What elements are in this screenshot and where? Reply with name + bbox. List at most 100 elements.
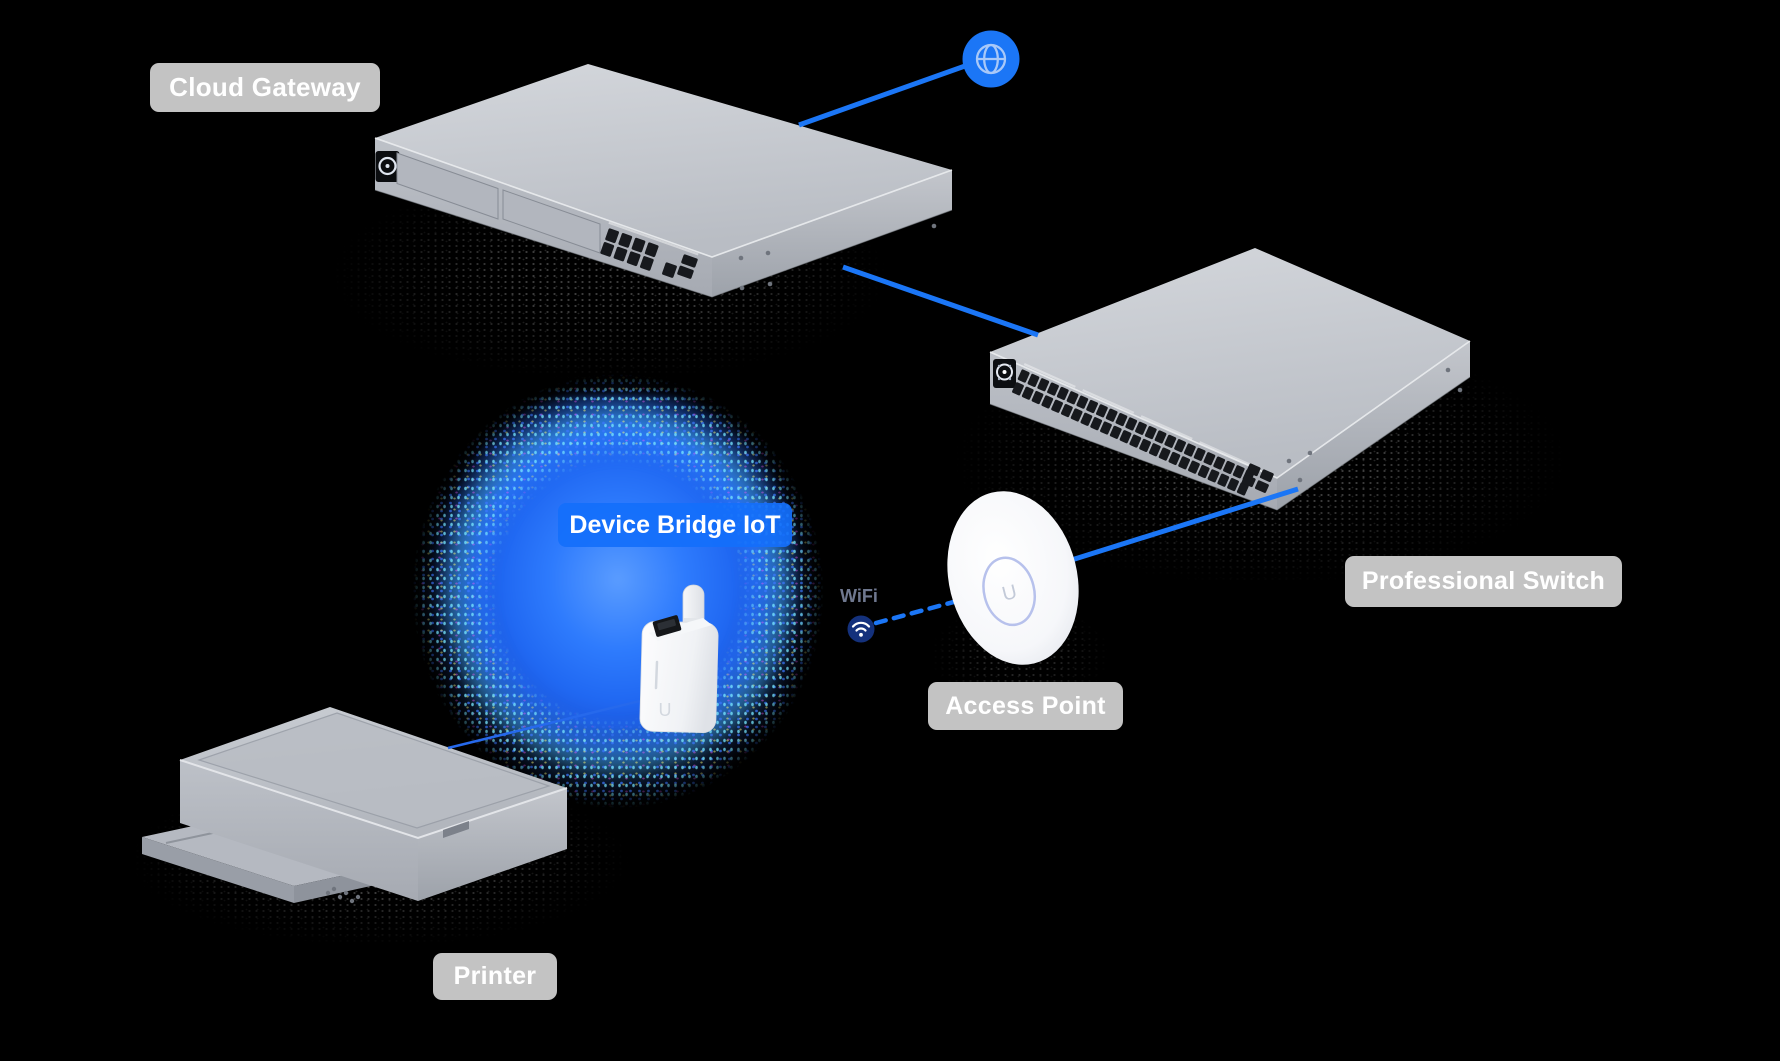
switch-edge-highlight (989, 340, 1471, 479)
professional-switch-label: Professional Switch (1345, 556, 1622, 607)
printer-tray-front-left (142, 837, 294, 903)
printer-lid-lip (179, 759, 568, 840)
ethernet-port (639, 256, 654, 271)
ethernet-port (1129, 434, 1142, 448)
switch-display-ring (996, 363, 1013, 381)
globe-icon (962, 30, 1020, 88)
ethernet-port (1207, 469, 1220, 483)
gateway-top-face (375, 64, 952, 257)
ethernet-port (1086, 399, 1098, 414)
ethernet-port (1017, 369, 1030, 383)
port-strip-highlight (1140, 415, 1193, 440)
ethernet-port (1188, 460, 1200, 474)
ethernet-port (613, 246, 628, 262)
ethernet-port (1203, 452, 1216, 466)
gateway-drive-bay (396, 152, 499, 220)
ethernet-port (677, 265, 694, 279)
ethernet-port (1232, 465, 1245, 479)
ethernet-port (1254, 480, 1269, 493)
printer-body-side (418, 788, 567, 901)
ethernet-port (1139, 438, 1151, 452)
port-strip-highlight (608, 221, 699, 256)
wifi-icon (847, 615, 875, 643)
ethernet-port (1241, 474, 1256, 488)
ethernet-port (1197, 464, 1210, 479)
ethernet-port (1164, 434, 1177, 448)
device-bridge-iot-device: U (639, 584, 719, 734)
access-point-label: Access Point (928, 682, 1123, 730)
cloud-gateway-device (374, 64, 953, 298)
ethernet-port (1135, 421, 1147, 435)
switch-display-corner-dots (997, 364, 1012, 381)
switch-side-face (1277, 341, 1470, 510)
ethernet-port (1154, 430, 1167, 444)
ethernet-port (600, 242, 615, 257)
switch-bottom-edge (989, 376, 1471, 511)
ethernet-port (1080, 412, 1093, 426)
ethernet-port (1076, 395, 1089, 409)
bridge-mark (654, 660, 659, 690)
cloud-gateway-label: Cloud Gateway (150, 63, 380, 112)
access-point-logo: U (1000, 581, 1019, 606)
connection-gateway-switch (842, 264, 1039, 338)
ethernet-port (1223, 460, 1235, 474)
switch-top-face (990, 248, 1470, 478)
printer-label: Printer (433, 953, 557, 1000)
ethernet-port (631, 237, 646, 253)
switch-sfp-ports (1241, 463, 1274, 493)
ethernet-port (1213, 456, 1226, 470)
globe-glyph (975, 43, 1007, 75)
ethernet-port (618, 233, 633, 248)
ethernet-port (1115, 413, 1128, 427)
ethernet-port (1193, 447, 1206, 461)
ethernet-port (605, 228, 619, 244)
ethernet-port (1066, 391, 1079, 405)
professional-switch-device (989, 248, 1471, 511)
ethernet-port (1031, 390, 1044, 405)
ethernet-port (1174, 439, 1186, 453)
ethernet-port (1148, 443, 1161, 457)
ethernet-port (1105, 408, 1118, 422)
ethernet-port (644, 242, 659, 258)
ethernet-port (662, 262, 677, 278)
ethernet-port (1096, 404, 1108, 418)
ethernet-port (681, 254, 698, 268)
ethernet-port (1012, 382, 1024, 396)
gateway-display-ring (378, 156, 397, 176)
wifi-arcs (851, 621, 871, 632)
ethernet-port (1183, 443, 1196, 457)
bridge-logo: U (659, 700, 672, 720)
connection-printer-bridge (447, 697, 649, 750)
ethernet-port (1090, 417, 1103, 431)
ethernet-port (1158, 447, 1171, 461)
gateway-drive-bay (502, 189, 601, 254)
ethernet-port (1227, 478, 1239, 492)
port-strip-highlight (1199, 441, 1252, 466)
port-strip-highlight (1023, 363, 1076, 388)
ethernet-port (1178, 456, 1191, 470)
ethernet-port (1119, 430, 1132, 444)
ethernet-port (1047, 382, 1059, 396)
printer-lid-panel (197, 712, 551, 829)
gateway-display-dot (385, 164, 390, 168)
ethernet-port (1021, 386, 1034, 400)
printer-body-front (180, 760, 418, 901)
gateway-sfp-ports (677, 254, 698, 279)
ethernet-port (1060, 404, 1073, 418)
switch-display-dot (1002, 370, 1007, 374)
wifi-label: WiFi (840, 586, 878, 606)
gateway-rj45-port (662, 262, 677, 278)
ethernet-port (1217, 473, 1230, 487)
gateway-side-face (712, 170, 952, 297)
connection-internet-gateway (798, 63, 966, 128)
ethernet-port (1125, 417, 1138, 431)
bridge-body (639, 620, 719, 734)
ethernet-port (1070, 408, 1083, 422)
ethernet-port (1100, 421, 1112, 435)
gateway-port-block (600, 221, 699, 271)
ethernet-port (1037, 378, 1050, 392)
ethernet-port (1168, 451, 1181, 466)
wifi-dot (859, 632, 863, 637)
